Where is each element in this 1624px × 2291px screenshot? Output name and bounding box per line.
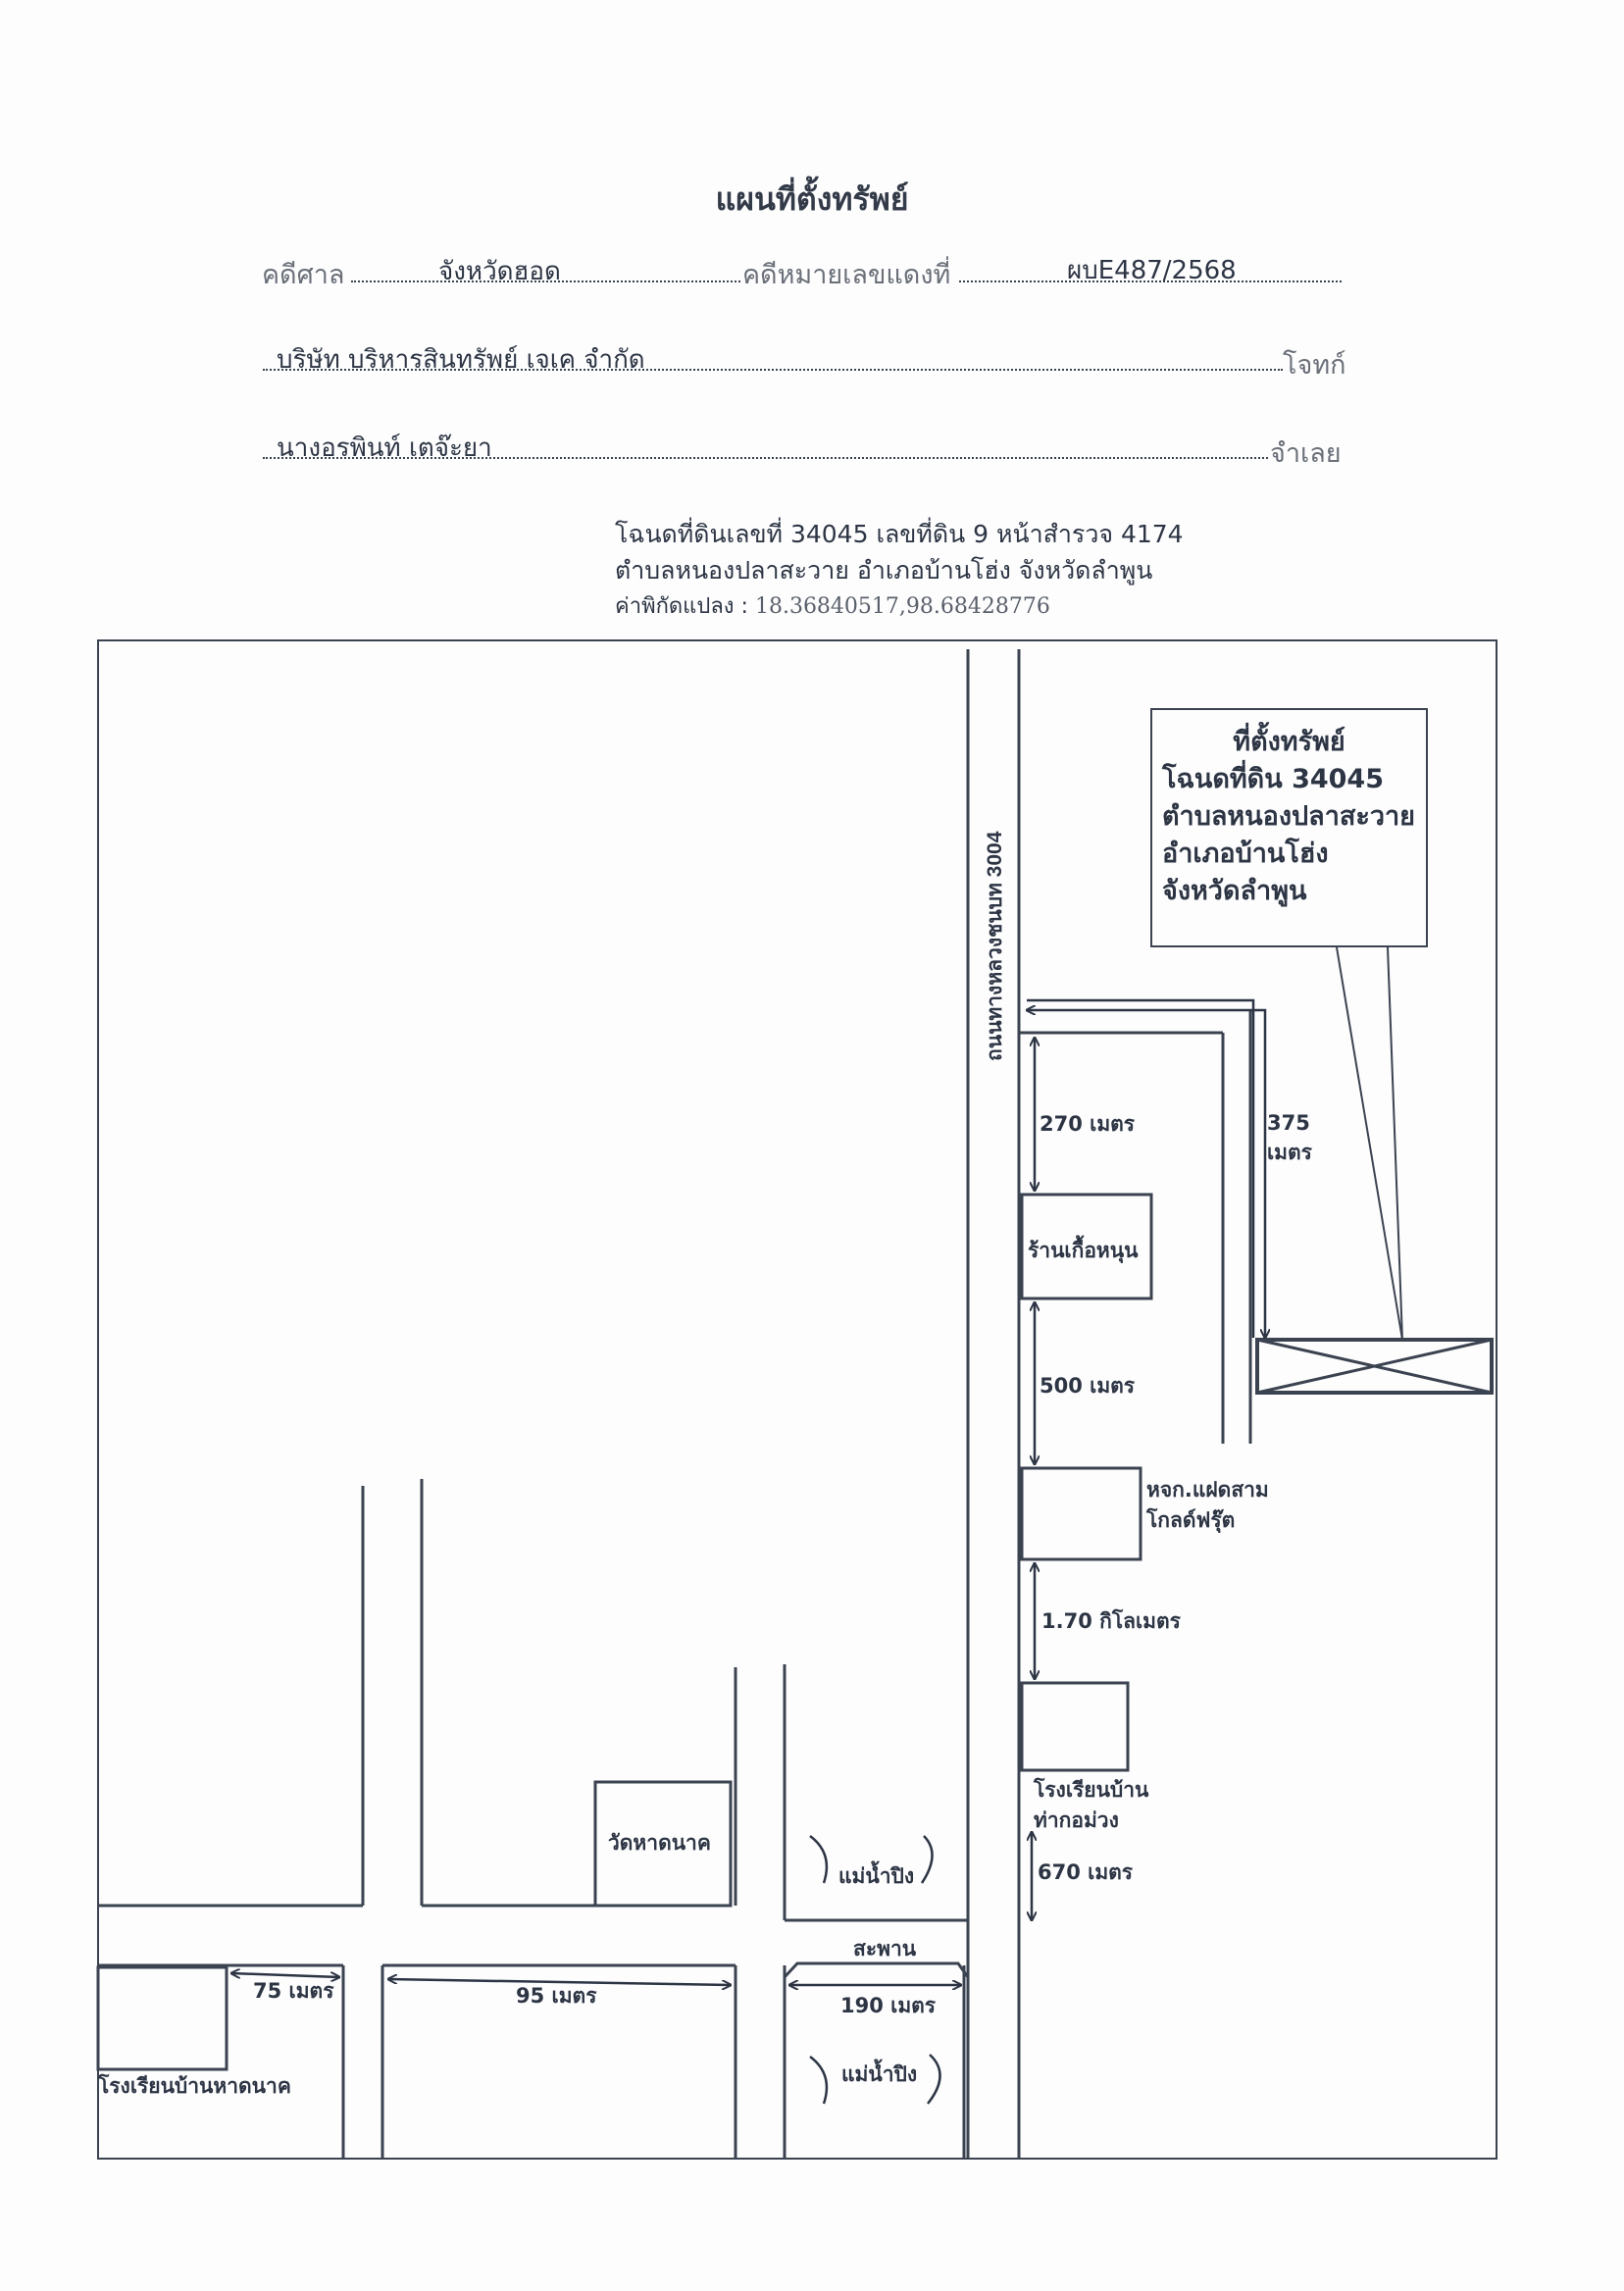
river-label-1: แม่น้ำปิง (838, 1864, 915, 1888)
distance-670-label: 670 เมตร (1038, 1860, 1134, 1884)
shop-label: ร้านเกื้อหนุน (1028, 1239, 1139, 1262)
coordinate-row: ค่าพิกัดแปลง : 18.36840517,98.68428776 (615, 588, 1050, 623)
temple-box (593, 1780, 733, 1908)
company-box (1020, 1466, 1142, 1561)
distance-95-label: 95 เมตร (516, 1984, 597, 2008)
distance-375-value: 375 (1267, 1111, 1310, 1135)
school-label-line-2: ท่ากอม่วง (1034, 1808, 1119, 1832)
deed-line-2: ตำบลหนองปลาสะวาย อำเภอบ้านโฮ่ง จังหวัดลำ… (615, 556, 1153, 585)
river-mark-1-right (920, 1835, 934, 1884)
court-label: คดีศาล (262, 260, 345, 290)
distance-375-unit: เมตร (1267, 1141, 1312, 1164)
arrow-75 (231, 1973, 339, 1977)
map-frame (97, 639, 1497, 2160)
school-hadnak-box (96, 1965, 228, 2071)
plaintiff-dotted-line (263, 369, 1283, 371)
river-mark-1-left (809, 1835, 829, 1884)
bridge-outline (783, 1961, 970, 1979)
plaintiff-value: บริษัท บริหารสินทรัพย์ เจเค จำกัด (277, 345, 645, 375)
callout-pointer-right (1387, 946, 1403, 1341)
school-box (1020, 1681, 1130, 1772)
defendant-value: นางอรพินท์ เตจ๊ะยา (277, 433, 492, 463)
case-value: ผบE487/2568 (1067, 256, 1237, 285)
page-title: แผนที่ตั้งทรัพย์ (715, 180, 909, 218)
case-label: คดีหมายเลขแดงที่ (742, 260, 951, 290)
plaintiff-label: โจทก์ (1283, 350, 1346, 381)
arrow-375-inner (1027, 998, 1255, 1338)
school-hadnak-label: โรงเรียนบ้านหาดนาค (98, 2074, 291, 2098)
distance-75-label: 75 เมตร (253, 1979, 334, 2003)
coordinate-value: 18.36840517,98.68428776 (754, 594, 1050, 619)
bridge-label: สะพาน (853, 1937, 917, 1960)
defendant-label: จำเลย (1270, 438, 1342, 469)
river-mark-2-left (809, 2056, 829, 2105)
property-cross-b (1256, 1338, 1493, 1395)
river-mark-2-right (927, 2054, 941, 2105)
distance-170-label: 1.70 กิโลเมตร (1041, 1609, 1181, 1633)
case-dotted-line (959, 280, 1342, 282)
callout-line-5: จังหวัดลำพูน (1162, 876, 1307, 906)
callout-line-1: ที่ตั้งทรัพย์ (1233, 727, 1345, 757)
river-label-2: แม่น้ำปิง (841, 2062, 918, 2086)
temple-label: วัดหาดนาค (608, 1831, 711, 1855)
court-value: จังหวัดฮอด (438, 257, 561, 286)
distance-500-label: 500 เมตร (1040, 1374, 1136, 1398)
distance-190-label: 190 เมตร (840, 1994, 937, 2017)
defendant-dotted-line (263, 457, 1268, 459)
arrow-375 (1027, 1010, 1265, 1338)
callout-line-2: โฉนดที่ดิน 34045 (1162, 764, 1385, 794)
callout-line-4: อำเภอบ้านโฮ่ง (1162, 839, 1329, 869)
school-label-line-1: โรงเรียนบ้าน (1034, 1778, 1149, 1802)
deed-line-1: โฉนดที่ดินเลขที่ 34045 เลขที่ดิน 9 หน้าส… (615, 520, 1184, 548)
property-parcel (1255, 1338, 1494, 1395)
company-label-line-2: โกลด์ฟรุ๊ต (1146, 1508, 1236, 1532)
property-callout: ที่ตั้งทรัพย์ โฉนดที่ดิน 34045 ตำบลหนองป… (1150, 708, 1428, 947)
callout-pointer-left (1336, 946, 1403, 1341)
arrow-95 (388, 1979, 731, 1985)
distance-270-label: 270 เมตร (1040, 1112, 1136, 1136)
coordinate-label: ค่าพิกัดแปลง : (615, 594, 748, 619)
callout-line-3: ตำบลหนองปลาสะวาย (1162, 801, 1416, 832)
road-label: ถนนทางหลวงชนบท 3004 (984, 831, 1006, 1061)
company-label-line-1: หจก.แฝดสาม (1146, 1478, 1269, 1502)
court-dotted-line (351, 280, 740, 282)
